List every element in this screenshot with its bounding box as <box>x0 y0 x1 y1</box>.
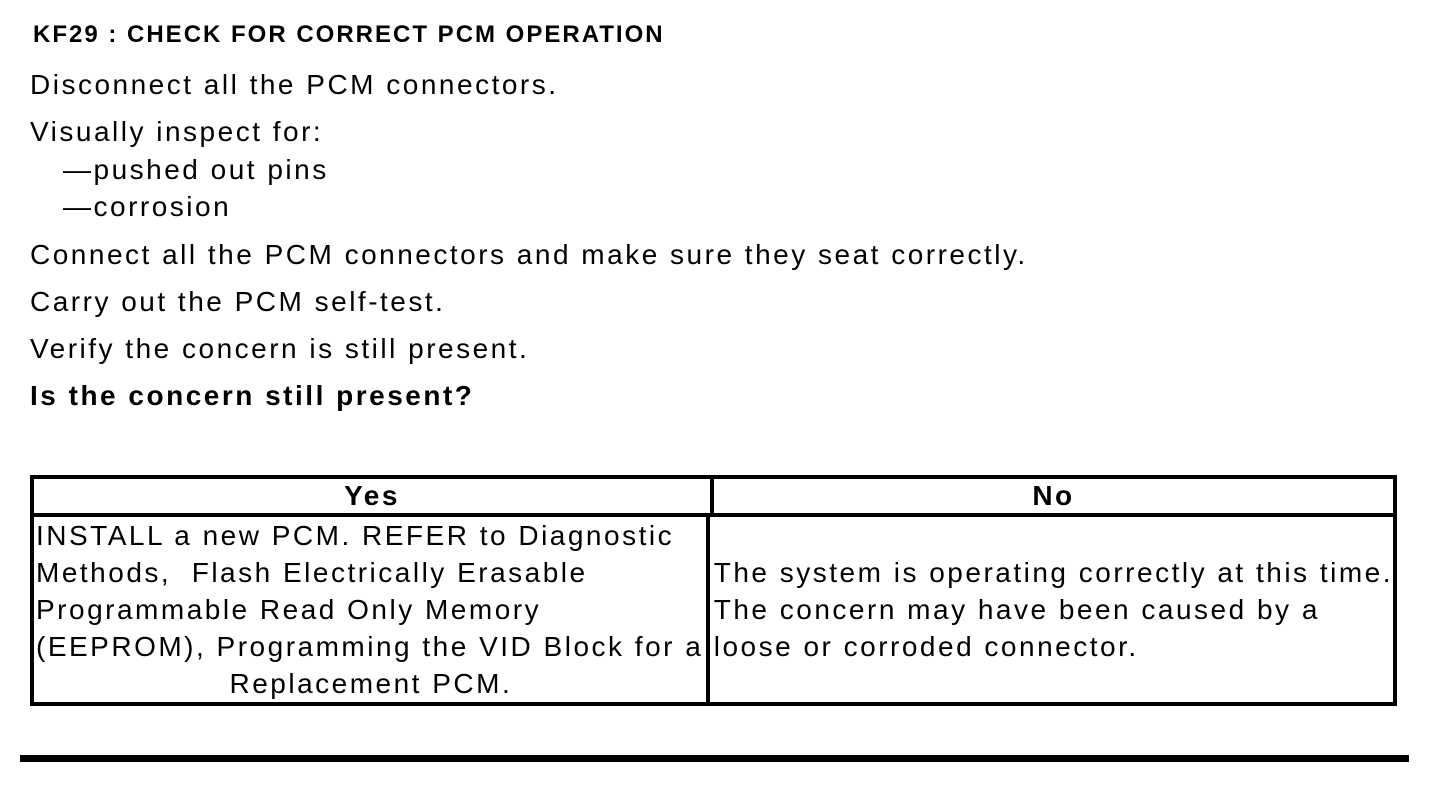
no-cell: The system is operating correctly at thi… <box>710 517 1393 702</box>
procedure-step-inspect: Visually inspect for: <box>30 116 324 147</box>
decision-table-header-row: Yes No <box>34 479 1393 517</box>
decision-question: Is the concern still present? <box>30 380 475 411</box>
decision-table: Yes No INSTALL a new PCM. REFER to Diagn… <box>30 475 1397 706</box>
procedure-step-connect: Connect all the PCM connectors and make … <box>30 239 1028 270</box>
no-cell-line: The concern may have been caused by a <box>713 594 1320 625</box>
yes-column-header: Yes <box>34 479 714 513</box>
yes-cell-line: Methods, Flash Electrically Erasable <box>36 557 588 588</box>
no-cell-line: The system is operating correctly at thi… <box>713 557 1393 588</box>
procedure-step-disconnect: Disconnect all the PCM connectors. <box>30 69 559 100</box>
inspection-item-pins: —pushed out pins <box>63 154 329 185</box>
yes-cell-line: INSTALL a new PCM. REFER to Diagnostic <box>36 520 675 551</box>
no-cell-line: loose or corroded connector. <box>713 631 1139 662</box>
decision-table-body-row: INSTALL a new PCM. REFER to Diagnostic M… <box>34 517 1393 702</box>
yes-cell-line: Programmable Read Only Memory <box>36 594 542 625</box>
page-divider <box>20 755 1409 762</box>
inspection-item-corrosion: —corrosion <box>63 191 232 222</box>
yes-cell: INSTALL a new PCM. REFER to Diagnostic M… <box>34 517 710 702</box>
yes-cell-line: (EEPROM), Programming the VID Block for … <box>36 631 704 662</box>
procedure-step-selftest: Carry out the PCM self-test. <box>30 286 446 317</box>
yes-cell-line: Replacement PCM. <box>229 668 513 699</box>
procedure-title: KF29 : CHECK FOR CORRECT PCM OPERATION <box>33 21 665 48</box>
no-column-header: No <box>1032 480 1075 511</box>
procedure-step-verify: Verify the concern is still present. <box>30 333 530 364</box>
